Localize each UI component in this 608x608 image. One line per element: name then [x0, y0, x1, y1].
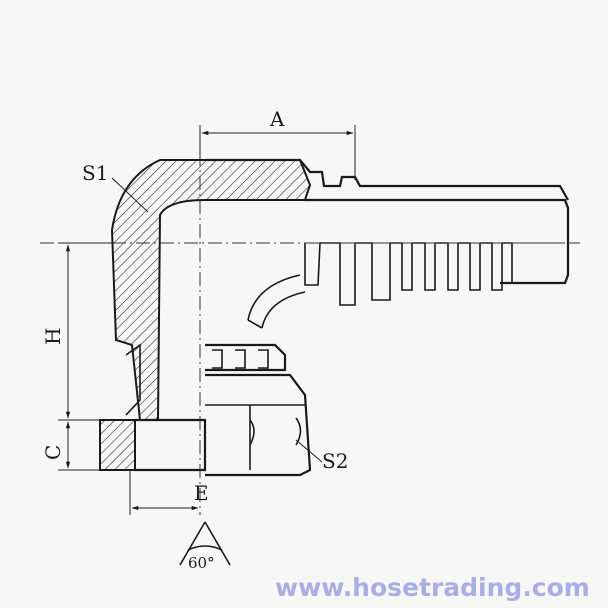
inner-bend — [247, 274, 306, 329]
cone-angle-label: 60° — [188, 554, 215, 572]
dimension-c: C — [41, 421, 100, 471]
s2-label: S2 — [322, 449, 348, 473]
leader-s2: S2 — [295, 439, 348, 473]
dimension-e: E — [129, 470, 209, 515]
watermark-text: www.hosetrading.com — [275, 573, 590, 602]
dimension-a: A — [199, 107, 356, 180]
swivel-nut — [205, 343, 312, 477]
dim-e-label: E — [194, 481, 209, 505]
cone-angle-symbol: 60° — [179, 521, 231, 572]
hose-barb-tail — [304, 184, 570, 306]
s1-label: S1 — [82, 161, 108, 185]
dimension-h: H — [41, 242, 115, 421]
leader-s1: S1 — [82, 161, 149, 213]
centerlines — [40, 128, 580, 515]
dim-h-label: H — [41, 328, 65, 345]
nut-section-left — [99, 343, 207, 472]
dim-c-label: C — [41, 445, 65, 460]
dim-a-label: A — [269, 107, 285, 131]
